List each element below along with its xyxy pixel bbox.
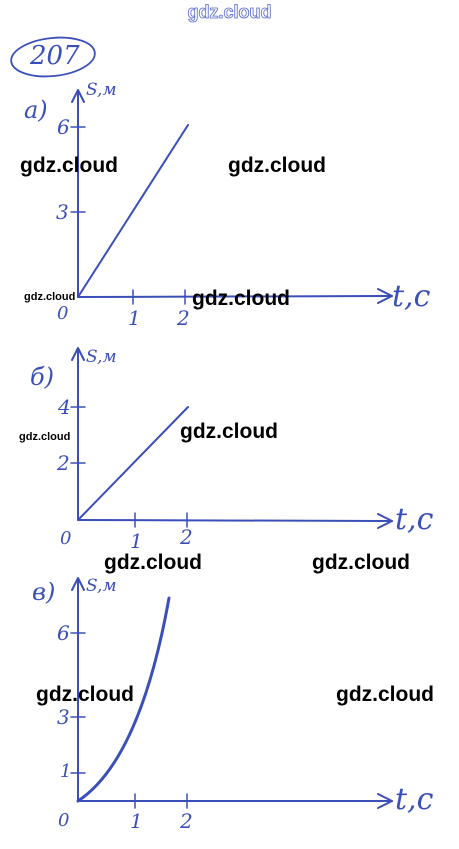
graph-b-label: б) — [30, 363, 55, 391]
watermark: gdz.cloud — [312, 551, 410, 574]
graph-b-origin: 0 — [60, 528, 72, 549]
graph-a-x-label: t,c — [392, 279, 431, 314]
graph-c-label: в) — [32, 578, 56, 606]
graph-c-y-label: S,м — [86, 576, 117, 596]
graph-c-x-label: t,c — [395, 782, 434, 817]
graph-b-x-label: t,c — [395, 502, 434, 537]
graph-b-y-label: S,м — [86, 347, 117, 367]
graph-a-x-tick-2: 2 — [177, 306, 190, 330]
watermark: gdz.cloud — [192, 287, 290, 310]
graph-b-x-tick-2: 2 — [180, 525, 193, 549]
graph-c-parabola — [76, 596, 171, 803]
graph-b-y-tick-4: 4 — [58, 395, 71, 419]
graph-c-axes — [70, 577, 393, 809]
graph-a-origin: 0 — [57, 303, 69, 324]
graph-a-label: а) — [24, 96, 48, 124]
watermark: gdz.cloud — [36, 683, 134, 706]
graph-b-axes — [70, 347, 393, 529]
watermark: gdz.cloud — [24, 291, 76, 303]
graph-a-y-label: S,м — [86, 80, 117, 100]
graph-a-line — [77, 124, 189, 298]
watermark: gdz.cloud — [180, 420, 278, 443]
graph-b-x-tick-1: 1 — [130, 529, 143, 553]
problem-number-oval — [10, 36, 96, 78]
header-watermark: gdz.cloud — [187, 2, 272, 22]
graph-b-line — [77, 406, 189, 521]
watermark: gdz.cloud — [20, 154, 118, 177]
graph-a-y-tick-3: 3 — [56, 200, 69, 224]
graph-a-y-tick-6: 6 — [57, 115, 70, 139]
watermark: gdz.cloud — [19, 431, 71, 443]
graph-a-x-tick-1: 1 — [128, 306, 141, 330]
graph-c-y-tick-1: 1 — [60, 761, 72, 782]
graph-c-y-tick-6: 6 — [57, 621, 70, 645]
graph-c-x-tick-1: 1 — [130, 809, 143, 833]
problem-number: 207 — [30, 41, 80, 71]
graph-c-x-tick-2: 2 — [180, 809, 193, 833]
graph-b-y-tick-2: 2 — [57, 451, 70, 475]
graph-c-y-tick-3: 3 — [57, 705, 70, 729]
graph-a-axes — [70, 89, 393, 305]
graph-c-origin: 0 — [58, 810, 70, 831]
watermark: gdz.cloud — [336, 683, 434, 706]
watermark: gdz.cloud — [228, 154, 326, 177]
watermark: gdz.cloud — [104, 551, 202, 574]
